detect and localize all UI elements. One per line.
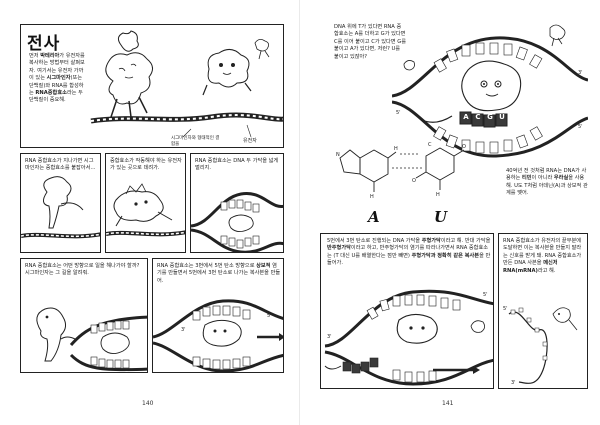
bubble-5-prime-label-a: 5' [396,110,401,116]
page-number-left: 140 [142,400,154,407]
panel-template-strand: 5번에서 3번 탄소로 진행되는 DNA 가닥을 주형가닥이라고 해. 반대 가… [320,233,494,389]
strand-3-prime-label: 3' [181,327,186,333]
template-strand-text: 5번에서 3번 탄소로 진행되는 DNA 가닥을 주형가닥이라고 해. 반대 가… [327,238,491,267]
sigma-binding-label: 시그마인자와 형태적인 결합을 [171,136,220,147]
bubble-open-drawing [191,192,283,252]
panel-polymerase-opens: RNA 중합효소는 DNA 두 가닥을 넓게 벌리지. [190,153,284,253]
rna-base-g: G [487,113,493,121]
panel-sigma-grabs: RNA 중합효소가 지나가면 시그마인자는 중합효소를 붙잡아서… [20,153,101,253]
gene-label: 유전자 [243,138,257,144]
panel-direction: RNA 중합효소는 어떤 방향으로 일을 해나가야 할까? 시그마인자는 그 길… [20,258,148,373]
mrna-drawing [508,307,578,384]
polymerase-bubble-figure: A C G U 5' 3' 5' [392,20,588,160]
bubble-figure-drawing [392,24,588,158]
strand-5-prime-label: 5' [267,313,272,319]
svg-text:H: H [436,192,440,198]
rna-base-c: C [475,113,481,121]
panel-intro: 전사 먼저 박테리아가 유전자를 복사하는 방법부터 살펴보자. 여기서는 유전… [20,24,284,148]
rna-bases-highlighted [459,111,508,128]
intro-caption: 먼저 박테리아가 유전자를 복사하는 방법부터 살펴보자. 여기서는 유전자 가… [29,53,85,104]
direction-drawing [36,307,147,372]
svg-text:N: N [336,152,340,158]
left-page: 전사 먼저 박테리아가 유전자를 복사하는 방법부터 살펴보자. 여기서는 유전… [20,24,284,407]
page-title: 전사 [27,34,61,54]
rna-base-a: A [463,113,469,121]
mrna-5-prime-label: 5' [503,306,508,312]
svg-text:C: C [428,142,432,148]
mrna-3-prime-label: 3' [511,380,516,386]
rna-base-letters: A C G U [460,113,508,125]
copy-drawing [153,299,283,372]
page-number-right: 141 [442,400,454,407]
svg-text:O: O [412,178,416,184]
template-3-prime-label: 3' [327,334,332,340]
base-pairing-text: DNA 위에 T가 있다면 RNA 중합효소는 A를 더하고 G가 있다면 C를… [334,24,407,60]
bubble-5-prime-label-b: 5' [578,124,583,130]
rna-base-u: U [499,113,505,121]
sigma-scene-drawing [90,30,283,138]
svg-text:H: H [394,146,398,152]
mrna-text: RNA 중합효소가 유전자의 끝부분에 도달하면 이는 복사본을 만들지 말라는… [503,238,582,274]
panel-mrna: RNA 중합효소가 유전자의 끝부분에 도달하면 이는 복사본을 만들지 말라는… [498,233,588,389]
right-page: DNA 위에 T가 있다면 RNA 중합효소는 A를 더하고 G가 있다면 C를… [300,0,600,425]
bubble-3-prime-label: 3' [578,70,583,76]
panel-sigma-leads: 중합효소가 작동해야 하는 유전자가 있는 곳으로 데려가. [105,153,186,253]
svg-text:O: O [462,144,466,150]
template-5-prime-label: 5' [483,292,488,298]
panel-complementary-copy: RNA 중합효소는 3번에서 5번 탄소 방향으로 상보적 염기를 만들면서 5… [152,258,284,373]
panel5-caption: RNA 중합효소는 어떤 방향으로 일을 해나가야 할까? 시그마인자는 그 길… [25,263,140,277]
adenine-uracil-drawing: H H N C O O H [336,142,466,200]
template-strand-drawing [324,289,493,386]
panel6-caption: RNA 중합효소는 3번에서 5번 탄소 방향으로 상보적 염기를 만들면서 5… [157,263,281,284]
panel4-caption: RNA 중합효소는 DNA 두 가닥을 넓게 벌리지. [195,158,279,172]
sigma-grab-drawing [21,176,100,239]
uracil-explanation-text: 40억년 전 것처럼 RNA는 DNA가 사용하는 티민이 아니라 우라실을 사… [506,168,588,197]
svg-text:H: H [370,194,374,200]
sigma-lead-drawing [106,183,185,237]
panel3-caption: 중합효소가 작동해야 하는 유전자가 있는 곳으로 데려가. [110,158,182,172]
uracil-label: U [434,208,448,226]
adenine-label: A [368,208,380,226]
panel2-caption: RNA 중합효소가 지나가면 시그마인자는 중합효소를 붙잡아서… [25,158,96,172]
base-pair-structures: H H N C O O H A U [330,138,490,238]
